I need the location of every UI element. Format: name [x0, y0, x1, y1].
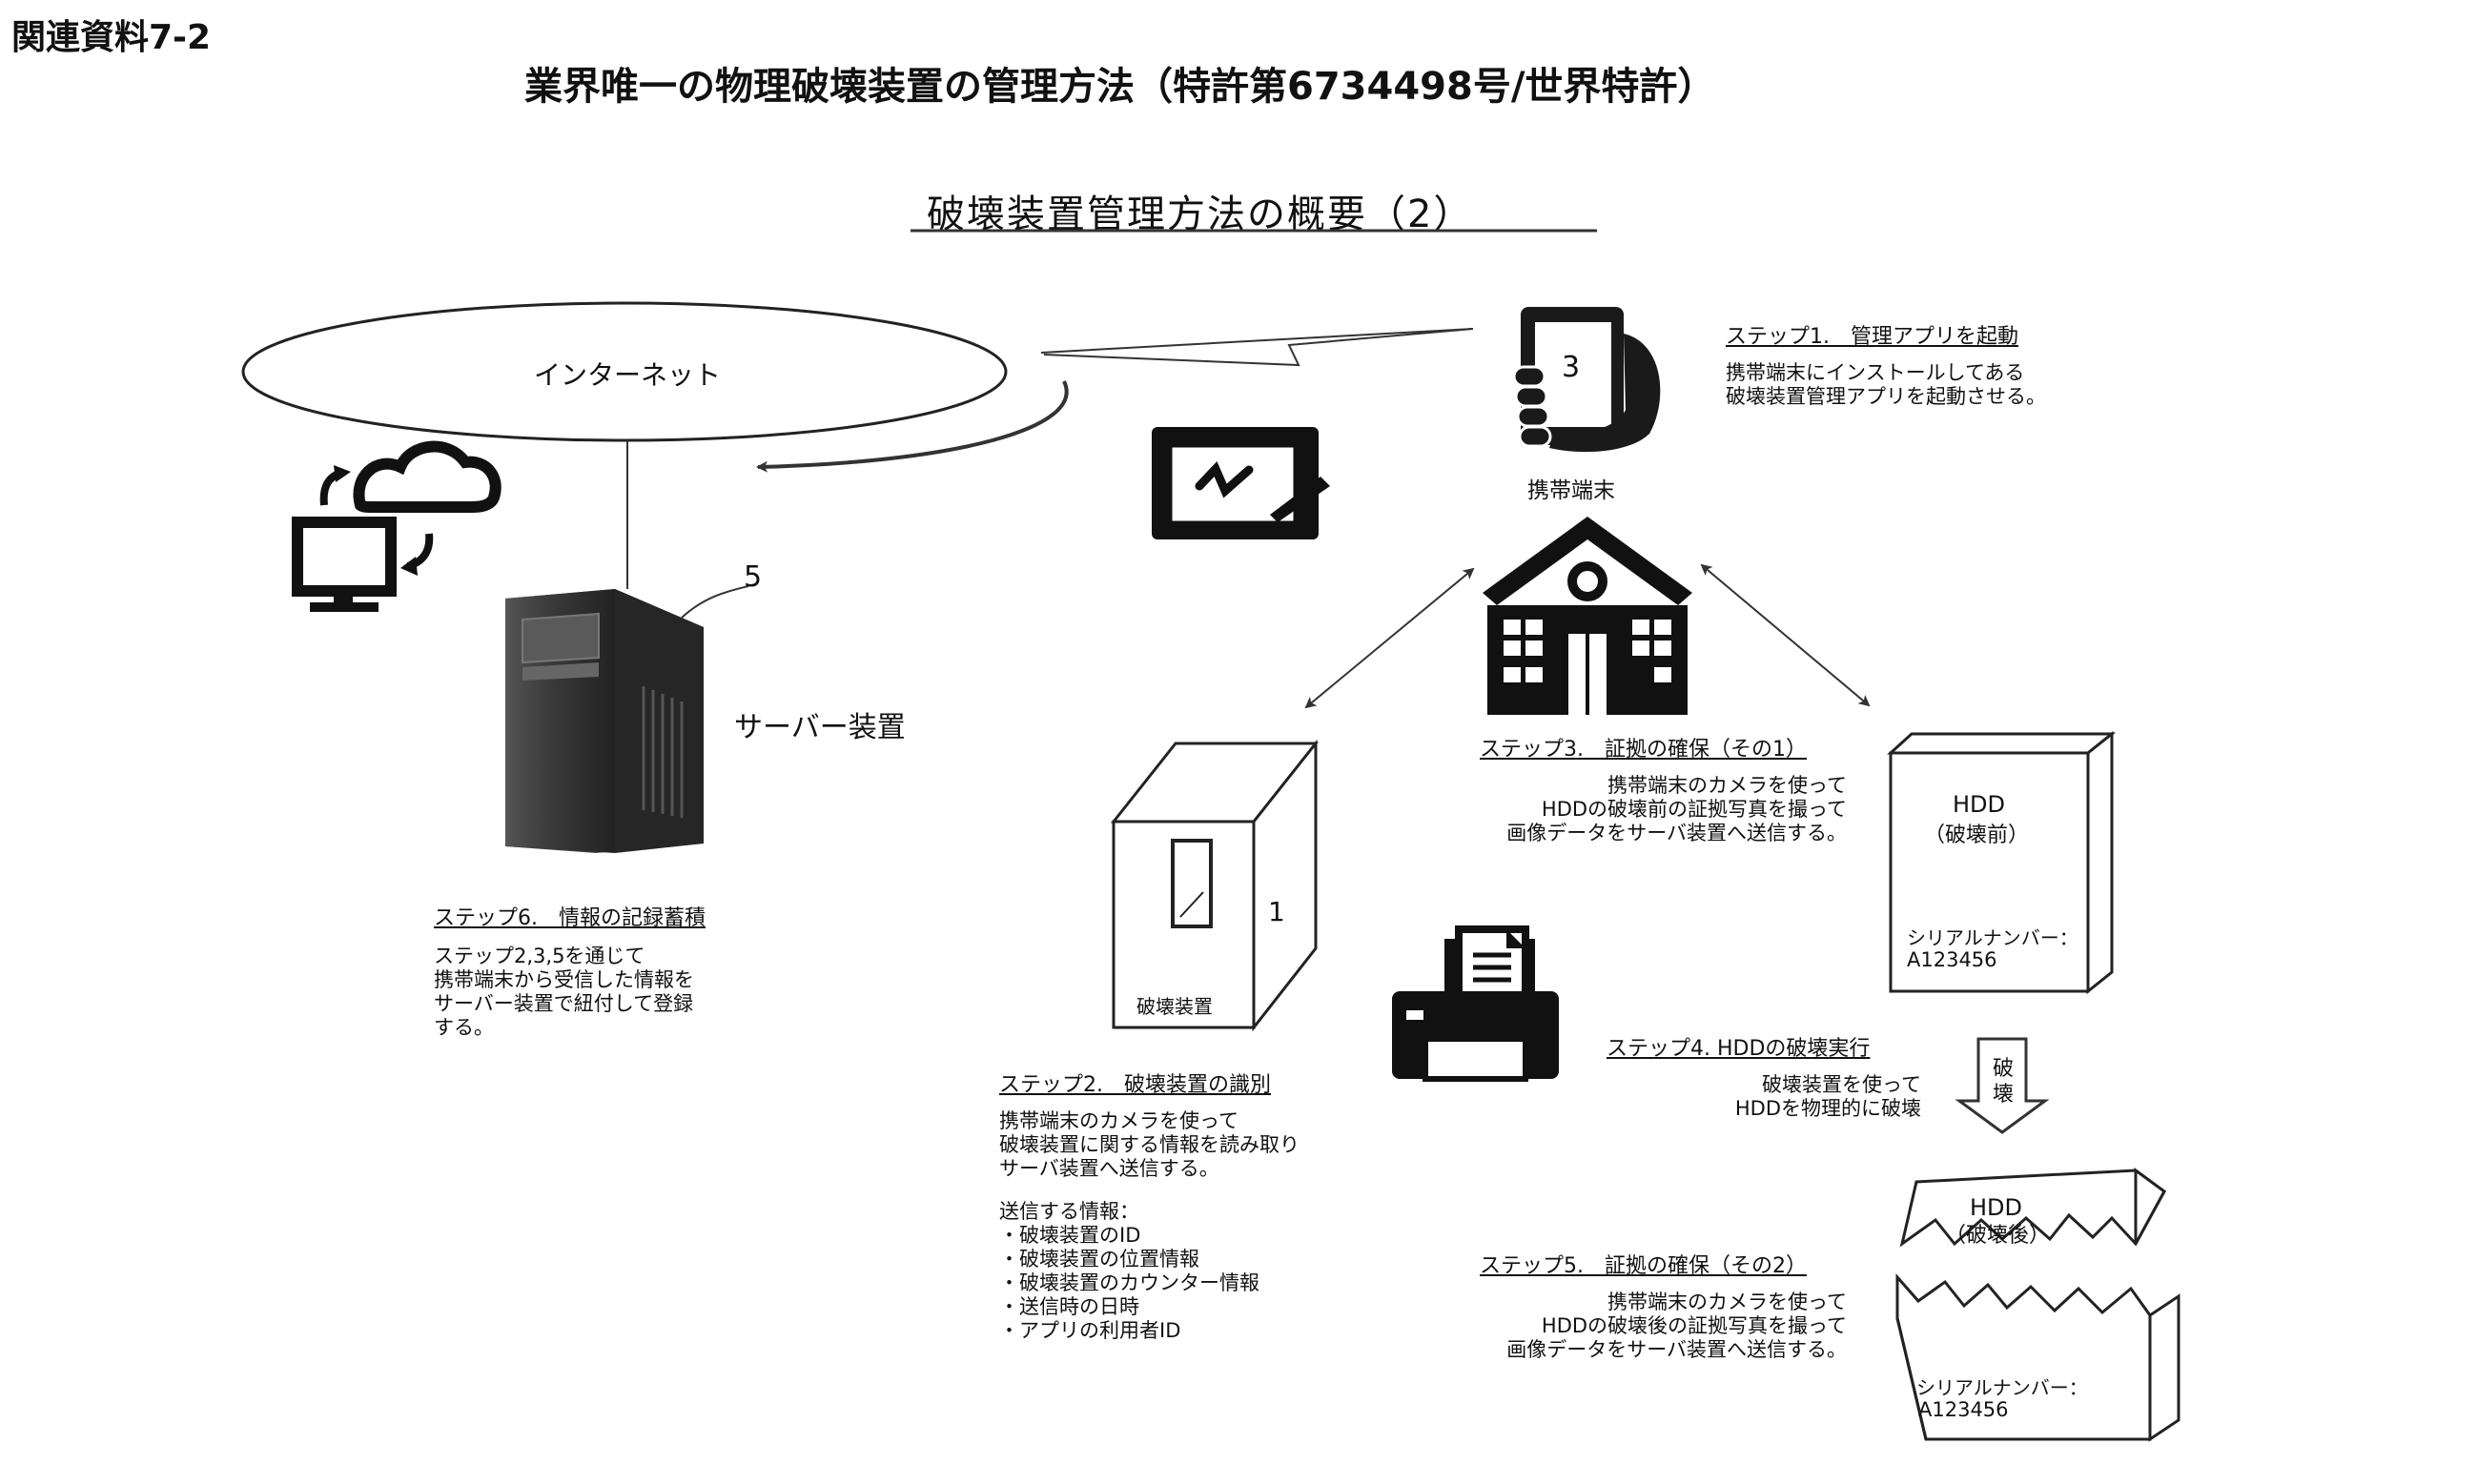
- step4-title: ステップ4. HDDの破壊実行: [1607, 1037, 1871, 1061]
- step5-text: 携帯端末のカメラを使って HDDの破壊後の証拠写真を撮って 画像データをサーバ装…: [1506, 1291, 1847, 1361]
- cloud-sync-icon: [292, 440, 502, 612]
- hdd-after-box: [1895, 1168, 2180, 1442]
- step2-text: 携帯端末のカメラを使って 破壊装置に関する情報を読み取り サーバ装置へ送信する。: [999, 1109, 1300, 1180]
- wireless-link-bolt: [1040, 328, 1474, 367]
- step4-text: 破壊装置を使って HDDを物理的に破壊: [1734, 1073, 1921, 1120]
- destroyer-label: 破壊装置: [1136, 995, 1213, 1018]
- step1-text: 携帯端末にインストールしてある 破壊装置管理アプリを起動させる。: [1726, 361, 2046, 408]
- arrow-facility-hdd: [1700, 563, 1871, 707]
- step6-text: ステップ2,3,5を通じて 携帯端末から受信した情報を サーバー装置で紐付して登…: [434, 945, 694, 1039]
- step3-text: 携帯端末のカメラを使って HDDの破壊前の証拠写真を撮って 画像データをサーバ装…: [1506, 774, 1847, 844]
- step3-title: ステップ3. 証拠の確保（その1）: [1480, 738, 1807, 762]
- server-icon: [505, 585, 749, 853]
- facility-icon: [1483, 517, 1692, 715]
- smartphone-label: 携帯端末: [1527, 478, 1615, 503]
- step4-block: ステップ4. HDDの破壊実行 破壊装置を使って HDDを物理的に破壊: [1607, 1031, 1921, 1121]
- internet-label: インターネット: [534, 359, 722, 391]
- printer-icon: [1392, 925, 1559, 1082]
- destroy-arrow-char2: 壊: [1993, 1083, 2015, 1107]
- step6-title: ステップ6. 情報の記録蓄積: [434, 906, 706, 930]
- hdd-before-box: [1887, 730, 2117, 995]
- hdd-after-state: （破壊後）: [1945, 1224, 2051, 1248]
- hdd-before-title: HDD: [1953, 791, 2006, 818]
- arrow-facility-destroyer: [1304, 567, 1475, 709]
- server-number: 5: [744, 560, 763, 594]
- step5-title: ステップ5. 証拠の確保（その2）: [1480, 1254, 1807, 1278]
- hdd-after-serial-label: シリアルナンバー：: [1916, 1376, 2088, 1399]
- step1-title: ステップ1. 管理アプリを起動: [1726, 325, 2018, 349]
- tablet-icon: [1152, 427, 1330, 539]
- smartphone-number: 3: [1562, 351, 1581, 384]
- server-label: サーバー装置: [734, 711, 906, 744]
- hdd-after-title: HDD: [1970, 1194, 2023, 1221]
- step5-block: ステップ5. 証拠の確保（その2） 携帯端末のカメラを使って HDDの破壊後の証…: [1480, 1249, 1847, 1362]
- destroyer-number: 1: [1268, 896, 1285, 927]
- hdd-after-serial: A123456: [1918, 1398, 2009, 1421]
- step6-block: ステップ6. 情報の記録蓄積 ステップ2,3,5を通じて 携帯端末から受信した情…: [434, 901, 706, 1040]
- step1-block: ステップ1. 管理アプリを起動 携帯端末にインストールしてある 破壊装置管理アプ…: [1726, 319, 2046, 409]
- hdd-before-serial: A123456: [1907, 948, 1997, 971]
- hdd-before-state: （破壊前）: [1924, 823, 2030, 847]
- destroy-arrow-char1: 破: [1993, 1057, 2015, 1081]
- page-title: 業界唯一の物理破壊装置の管理方法（特許第6734498号/世界特許）: [524, 65, 1716, 109]
- step2-info-list: 送信する情報： ・破壊装置のID ・破壊装置の位置情報 ・破壊装置のカウンター情…: [999, 1200, 1259, 1342]
- step3-block: ステップ3. 証拠の確保（その1） 携帯端末のカメラを使って HDDの破壊前の証…: [1480, 732, 1847, 845]
- step2-block: ステップ2. 破壊装置の識別 携帯端末のカメラを使って 破壊装置に関する情報を読…: [999, 1067, 1300, 1343]
- destroy-arrow: [1955, 1037, 2050, 1134]
- destroyer-device: [1110, 739, 1320, 1032]
- smartphone-icon: [1512, 307, 1661, 453]
- internet-ellipse: [241, 301, 1008, 442]
- step2-title: ステップ2. 破壊装置の識別: [999, 1073, 1271, 1097]
- diagram-subtitle: 破壊装置管理方法の概要（2）: [927, 193, 1474, 236]
- document-ref: 関連資料7-2: [11, 18, 212, 57]
- hdd-before-serial-label: シリアルナンバー：: [1907, 926, 2078, 949]
- data-flow-arrow: [756, 380, 1069, 473]
